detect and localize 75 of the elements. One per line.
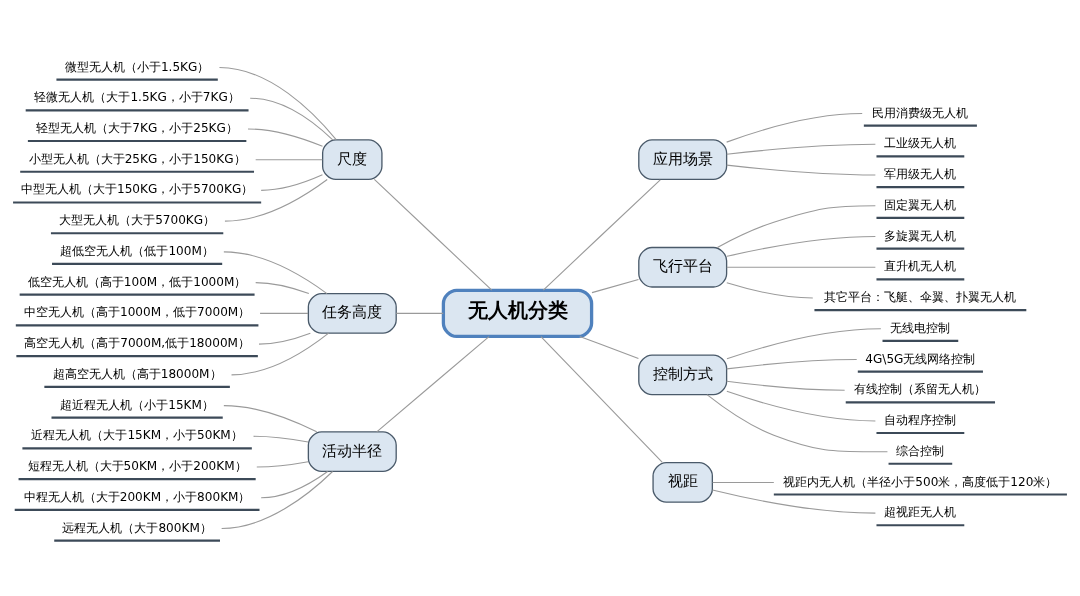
connector [706, 394, 888, 453]
node-box: 任务高度 [307, 292, 397, 334]
connector [258, 332, 311, 345]
connector [259, 312, 309, 314]
node-text: 轻型无人机（大于7KG，小于25KG） [36, 121, 238, 136]
node-text: 超视距无人机 [884, 505, 957, 520]
node-text: 自动程序控制 [884, 413, 957, 428]
node-box: 无人机分类 [441, 288, 594, 339]
connector [223, 405, 318, 433]
connector [223, 251, 328, 295]
node-text: 直升机无人机 [884, 259, 957, 274]
node-text: 大型无人机（大于5700KG） [59, 213, 216, 228]
connector [256, 461, 309, 468]
node-text: 无线电控制 [890, 320, 951, 335]
connector [726, 235, 876, 257]
connector [726, 358, 858, 370]
node-text: 超近程无人机（小于15KM） [60, 397, 214, 412]
node-text: 超低空无人机（低于100M） [60, 243, 214, 258]
connector [247, 128, 324, 147]
node-text: 民用消费级无人机 [872, 105, 969, 120]
node-box: 视距 [652, 462, 713, 503]
connector [252, 435, 309, 443]
connector [230, 332, 330, 376]
node-box: 活动半径 [307, 431, 397, 473]
connector [579, 335, 639, 360]
node-box: 应用场景 [638, 139, 728, 181]
connector [726, 328, 882, 360]
node-box: 尺度 [321, 139, 383, 181]
connector [218, 66, 337, 141]
connector [716, 205, 876, 248]
connector [726, 390, 876, 422]
connector [542, 179, 661, 291]
node-text: 小型无人机（大于25KG，小于150KG） [28, 151, 246, 166]
node-text: 短程无人机（大于50KM，小于200KM） [27, 459, 247, 474]
connector [726, 380, 846, 391]
node-text: 中型无人机（大于150KG，小于5700KG） [20, 182, 254, 197]
connector [726, 266, 876, 268]
node-text: 其它平台：飞艇、伞翼、扑翼无人机 [824, 290, 1017, 305]
node-text: 工业级无人机 [884, 136, 957, 151]
connector [712, 481, 775, 483]
connector [221, 470, 334, 530]
connector [540, 335, 663, 463]
node-text: 轻微无人机（大于1.5KG，小于7KG） [34, 90, 240, 105]
node-text: 中程无人机（大于200KM，小于800KM） [23, 489, 251, 504]
node-text: 军用级无人机 [884, 167, 957, 182]
node-text: 低空无人机（高于100M，低于1000M） [27, 274, 247, 289]
connector [376, 336, 490, 433]
node-box: 飞行平台 [638, 246, 728, 288]
node-text: 有线控制（系留无人机） [854, 382, 987, 397]
node-text: 综合控制 [896, 443, 945, 458]
connector [726, 143, 876, 155]
connector [395, 312, 444, 314]
node-text: 4G\5G无线网络控制 [865, 351, 976, 366]
node-box: 控制方式 [638, 354, 728, 396]
node-text: 微型无人机（小于1.5KG） [64, 59, 210, 74]
connector [726, 282, 814, 299]
connector [255, 282, 310, 295]
connector [255, 159, 323, 161]
connector [260, 470, 329, 499]
node-text: 近程无人机（大于15KM，小于50KM） [31, 428, 243, 443]
connector [726, 113, 863, 143]
connector [224, 178, 328, 222]
node-text: 多旋翼无人机 [884, 228, 957, 243]
node-text: 高空无人机（高于7000M,低于18000M） [24, 336, 250, 351]
node-text: 远程无人机（大于800KM） [62, 520, 212, 535]
node-text: 固定翼无人机 [884, 197, 957, 212]
node-text: 视距内无人机（半径小于500米，高度低于120米） [783, 474, 1058, 489]
connector [591, 278, 639, 294]
connector [249, 97, 334, 141]
node-text: 中空无人机（高于1000M，低于7000M） [24, 305, 251, 320]
connector [373, 178, 493, 291]
connector [726, 164, 876, 176]
connector [711, 489, 876, 514]
node-text: 超高空无人机（高于18000M） [52, 366, 222, 381]
connector [260, 174, 323, 191]
